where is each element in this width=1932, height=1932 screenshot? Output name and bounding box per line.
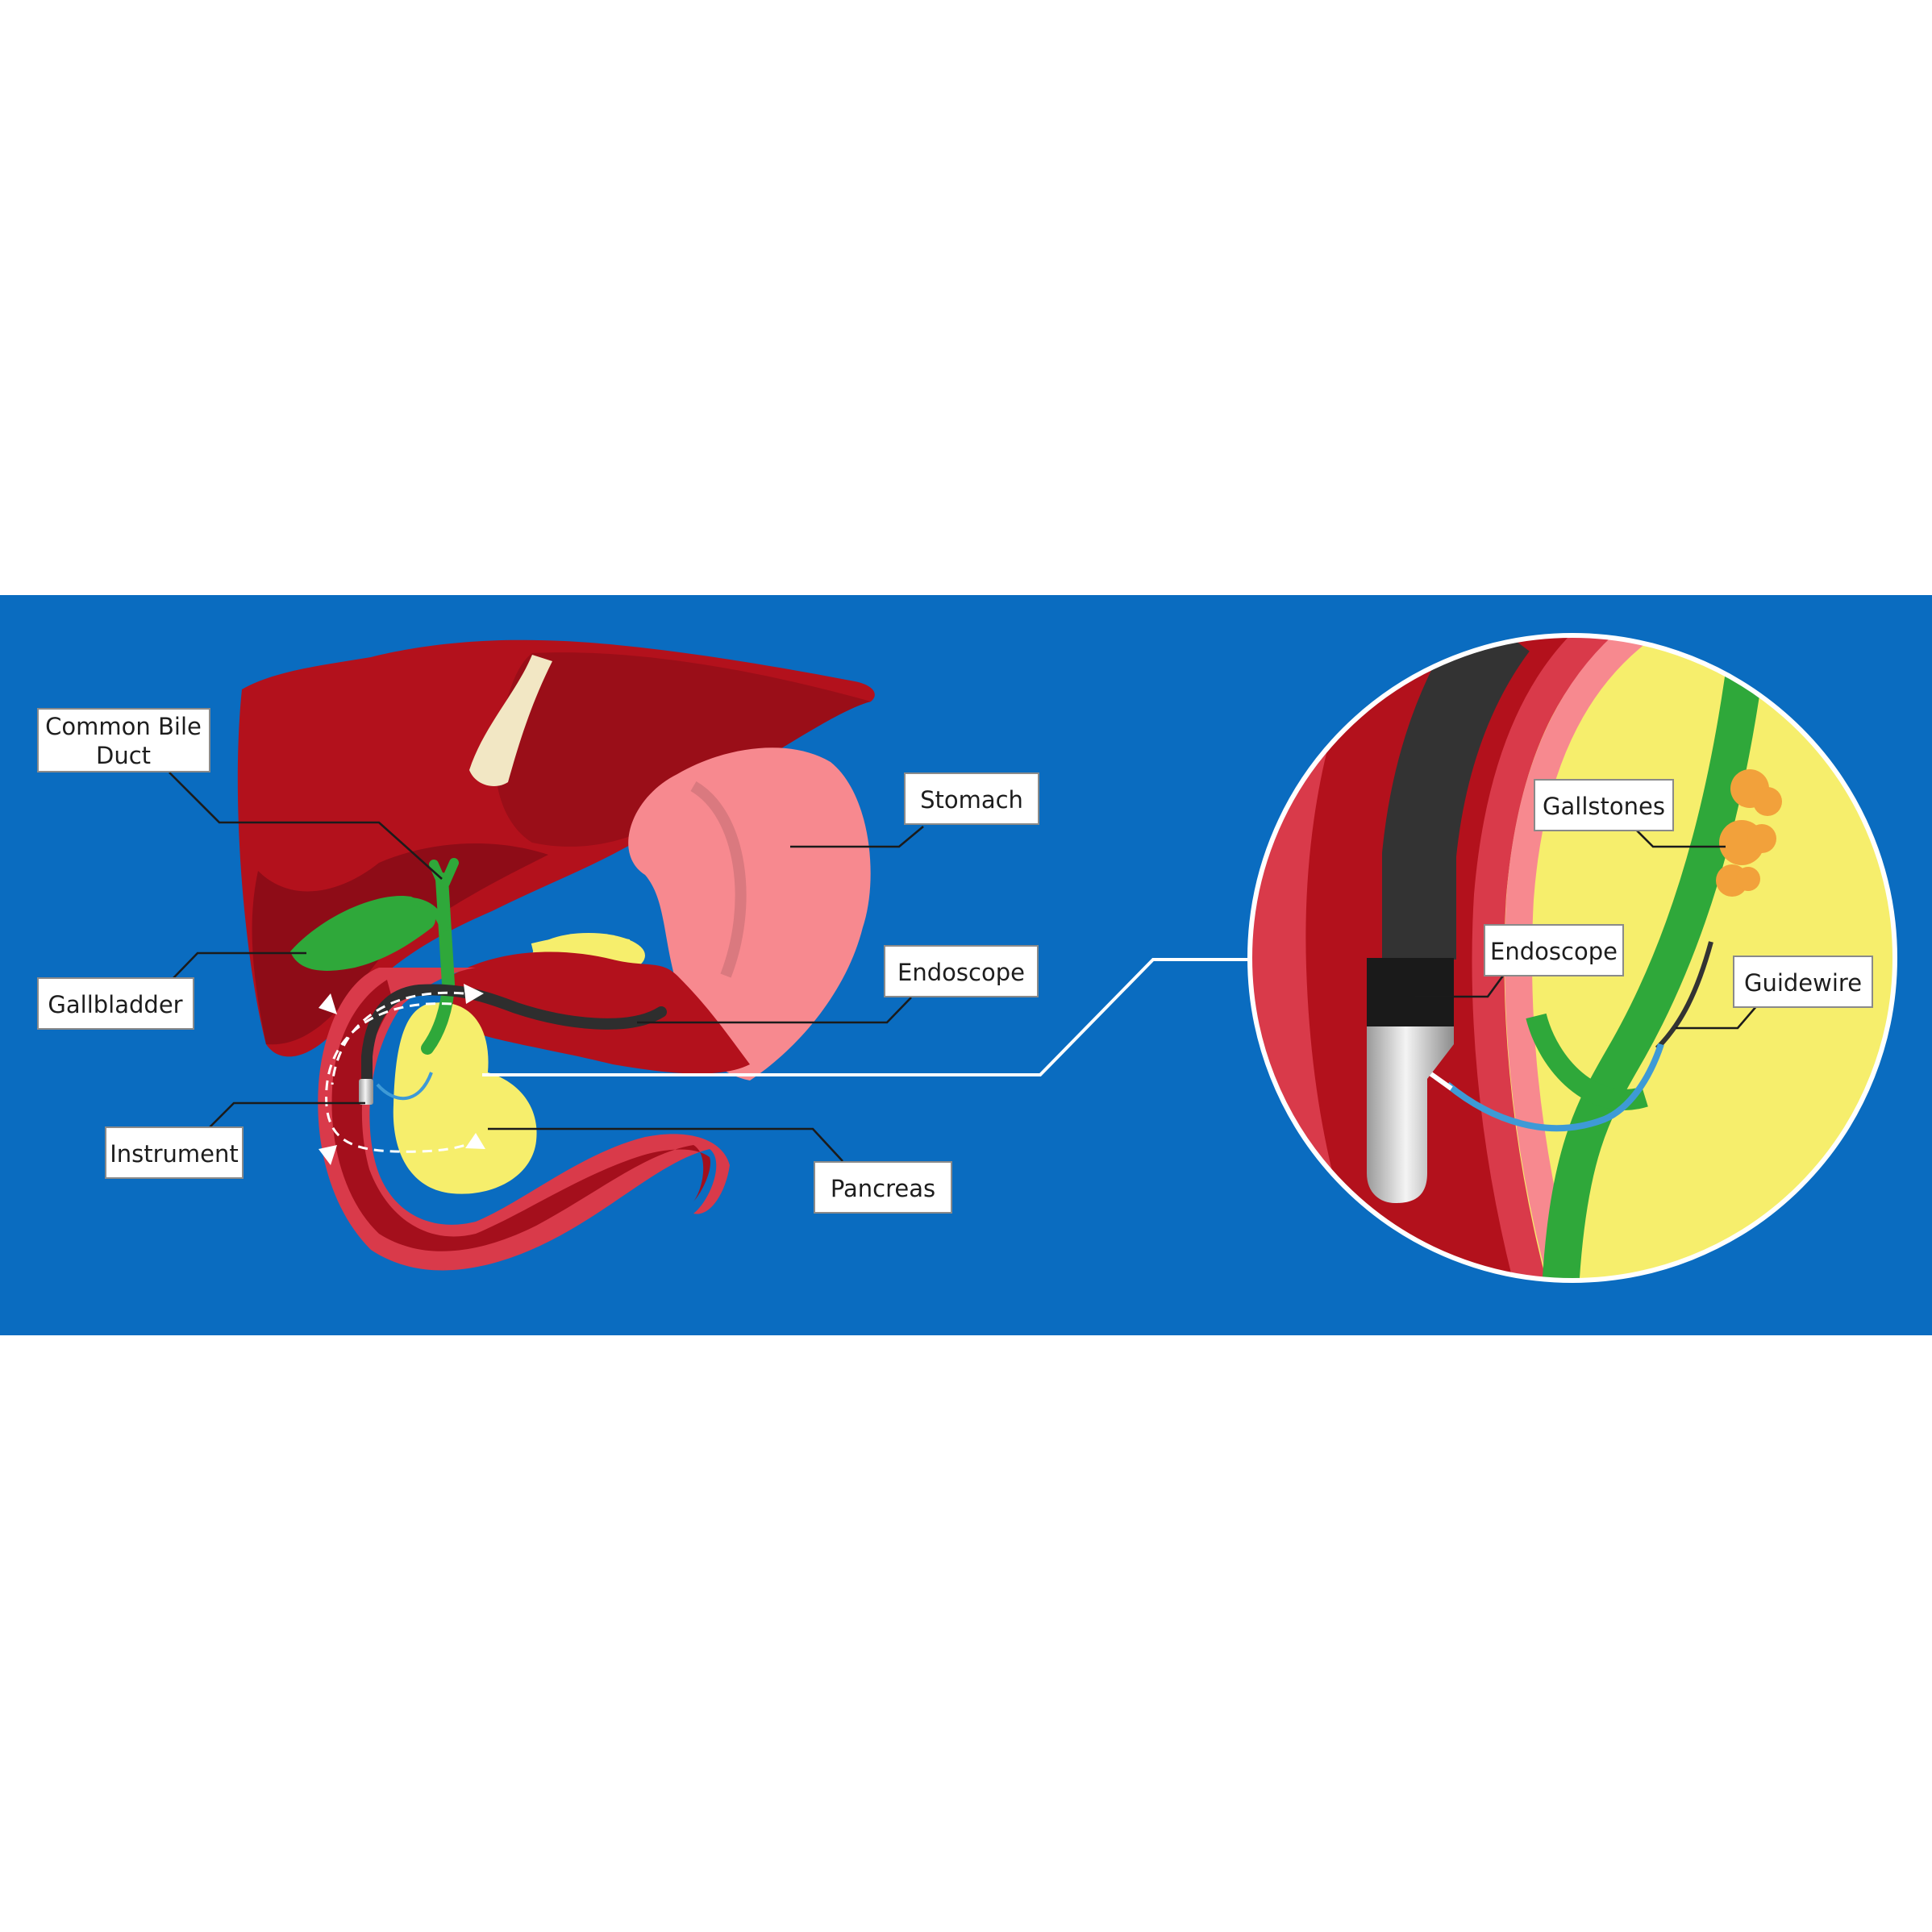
label-stomach-text: Stomach (920, 786, 1023, 814)
label-pancreas: Pancreas (814, 1161, 952, 1214)
gallstones-cluster (1716, 769, 1782, 897)
pancreas-tail-top (531, 935, 631, 951)
endoscope-zoom-collar (1367, 958, 1454, 1026)
leader-guidewire (1676, 999, 1763, 1030)
leader-common-bile-duct (169, 772, 443, 880)
endoscope-zoom-tip (1367, 1026, 1454, 1203)
label-stomach: Stomach (904, 772, 1039, 825)
falciform-ligament (469, 655, 552, 786)
wall-stripe-light (1505, 635, 1646, 1280)
label-instrument-text: Instrument (110, 1140, 239, 1168)
stomach-lower (452, 951, 750, 1074)
arrow-icon (464, 984, 484, 1004)
arrow-icon (319, 993, 337, 1014)
wall-stripe-pink (1472, 635, 1611, 1280)
guidewire-dark-zoom (1655, 941, 1713, 1051)
guidewire-main (376, 1072, 433, 1101)
zoom-circle-border (1247, 633, 1897, 1283)
duodenum-inner (331, 980, 710, 1251)
label-pancreas-text: Pancreas (831, 1175, 935, 1202)
leader-gallbladder (173, 951, 306, 979)
label-guidewire-text: Guidewire (1744, 969, 1862, 997)
gallbladder (290, 895, 436, 971)
endoscope-tip (359, 1079, 373, 1105)
label-endoscope-zoom-text: Endoscope (1490, 938, 1618, 965)
arrow-icon (465, 1133, 485, 1149)
bile-duct-zoom (1542, 635, 1768, 1280)
label-gallstones-text: Gallstones (1543, 793, 1665, 820)
label-endoscope-main-text: Endoscope (897, 959, 1025, 986)
label-instrument: Instrument (105, 1126, 244, 1179)
guidewire-zoom (1445, 1043, 1664, 1132)
label-endoscope-main: Endoscope (884, 945, 1039, 997)
leader-pancreas (488, 1127, 843, 1162)
arrow-icon (319, 1145, 337, 1165)
label-common-bile-duct-line1: Common Bile (45, 713, 202, 740)
leader-stomach (790, 826, 924, 848)
zoom-connector-line (482, 958, 1251, 1076)
leader-endoscope-main (637, 997, 912, 1024)
label-gallbladder: Gallbladder (37, 977, 194, 1030)
liver-lower-shade (252, 843, 548, 1045)
flow-arrow-path (325, 1002, 477, 1153)
leader-instrument (209, 1101, 365, 1128)
label-endoscope-zoom: Endoscope (1484, 924, 1624, 976)
guidewire-white-zoom (1427, 1070, 1453, 1091)
label-guidewire: Guidewire (1733, 956, 1873, 1008)
cystic-duct (410, 897, 449, 933)
main-anatomy (237, 639, 875, 1271)
liver-left-lobe-shade (495, 652, 871, 847)
hepatic-ducts (429, 858, 459, 888)
label-gallstones: Gallstones (1534, 779, 1674, 831)
label-common-bile-duct: Common Bile Duct (37, 708, 210, 772)
stomach-fold (690, 781, 747, 978)
label-gallbladder-text: Gallbladder (48, 991, 182, 1018)
duct-branch-zoom (1526, 1013, 1648, 1110)
label-common-bile-duct-line2: Duct (96, 742, 151, 769)
endoscope-zoom-body (1382, 635, 1530, 960)
duodenum (318, 968, 730, 1271)
